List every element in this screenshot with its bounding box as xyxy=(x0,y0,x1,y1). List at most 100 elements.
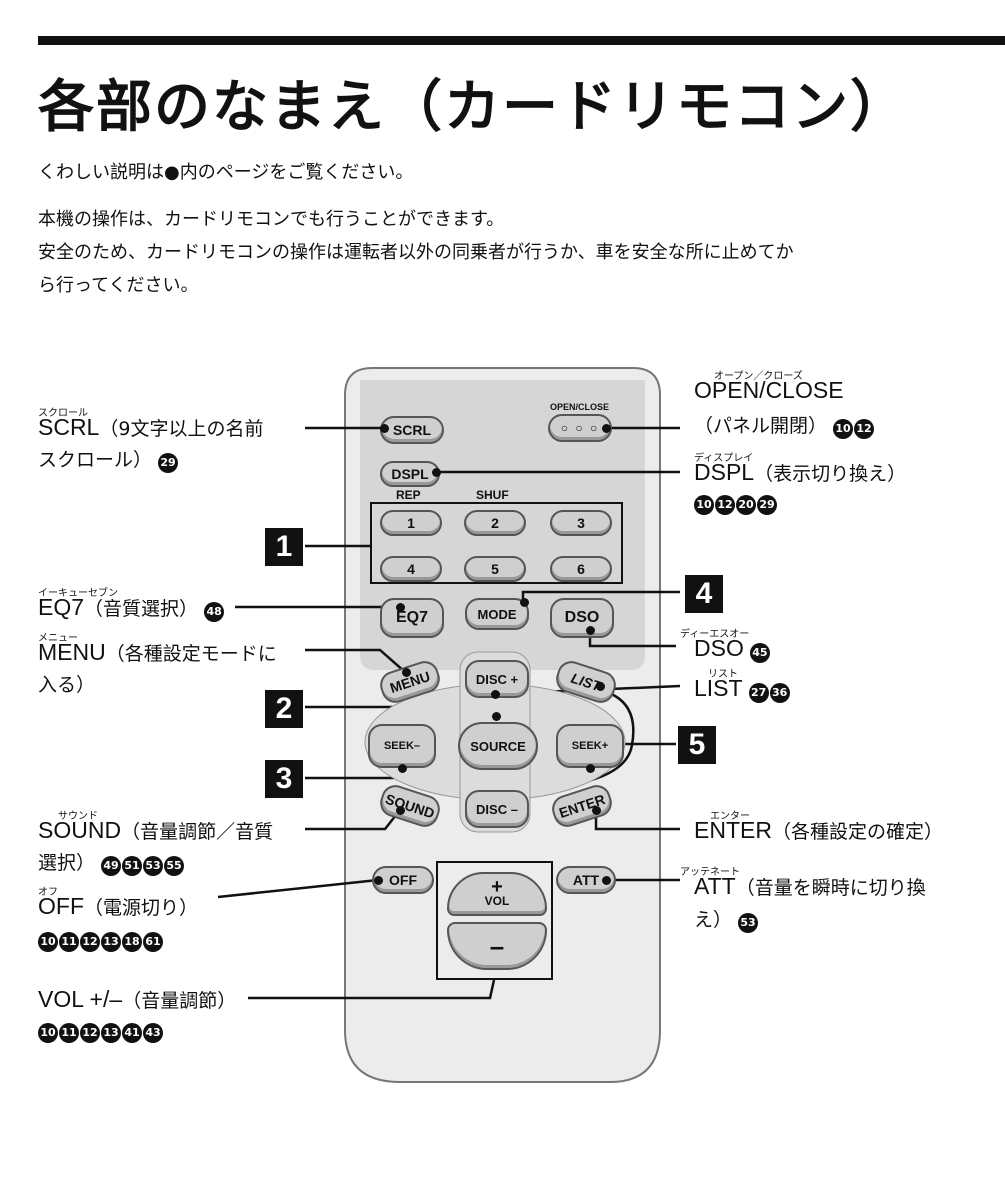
connector-dot xyxy=(520,598,529,607)
page-ref: 12 xyxy=(854,419,875,439)
callout-badge-3: 3 xyxy=(265,760,303,798)
source-button[interactable]: SOURCE xyxy=(458,722,538,770)
label-menu-desc: （各種設定モードに xyxy=(105,643,277,665)
label-dso-name: DSO xyxy=(694,635,744,661)
ruby-att: アッテネート xyxy=(680,867,740,878)
label-menu: メニュー MENU（各種設定モードに xyxy=(38,633,277,666)
label-enter-name: ENTER xyxy=(694,817,772,843)
label-att-desc: （音量を瞬時に切り換 xyxy=(735,877,926,899)
ruby-sound: サウンド xyxy=(58,811,98,822)
label-enter: エンター ENTER（各種設定の確定） xyxy=(694,811,943,844)
ruby-openclose: オープン／クローズ xyxy=(714,371,803,382)
connector-dot xyxy=(380,424,389,433)
header-rule xyxy=(38,36,1005,45)
label-sound-name: SOUND xyxy=(38,817,122,843)
callout-badge-1: 1 xyxy=(265,528,303,566)
number-button-5[interactable]: 5 xyxy=(464,556,526,582)
connector-dot xyxy=(396,806,405,815)
label-scrl: スクロール SCRL（9文字以上の名前 xyxy=(38,408,264,441)
connector-dot xyxy=(586,626,595,635)
connector-dot xyxy=(596,682,605,691)
shuf-caption: SHUF xyxy=(476,488,509,502)
page-refs: 53 xyxy=(738,913,759,933)
connector-dot xyxy=(492,712,501,721)
ruby-list: リスト xyxy=(708,669,738,680)
page-ref: 11 xyxy=(59,932,79,952)
label-enter-desc: （各種設定の確定） xyxy=(771,821,943,843)
label-sound: サウンド SOUND（音量調節／音質 xyxy=(38,811,274,844)
label-off-desc: （電源切り） xyxy=(84,897,199,919)
number-button-2[interactable]: 2 xyxy=(464,510,526,536)
vol-plus-sign: + xyxy=(491,876,503,898)
number-button-3[interactable]: 3 xyxy=(550,510,612,536)
page-refs: 29 xyxy=(158,453,179,473)
page-ref: 49 xyxy=(101,856,122,876)
label-scrl-desc2: スクロール） xyxy=(38,449,153,471)
connector-dot xyxy=(398,764,407,773)
seek-plus-button[interactable]: SEEK+ xyxy=(556,724,624,768)
disc-minus-button[interactable]: DISC – xyxy=(465,790,529,828)
label-sound-desc: （音量調節／音質 xyxy=(121,821,274,843)
intro-line: くわしい説明は●内のページをご覧ください。 xyxy=(38,162,414,183)
page-ref: 27 xyxy=(748,683,769,703)
page-ref: 12 xyxy=(80,1023,100,1043)
connector-dot xyxy=(374,876,383,885)
page-ref: 55 xyxy=(164,856,185,876)
page-ref: 53 xyxy=(738,913,759,933)
connector-dot xyxy=(432,468,441,477)
label-dspl-desc: （表示切り換え） xyxy=(754,463,907,485)
label-att-line2: え） 53 xyxy=(694,908,759,934)
page-ref: 43 xyxy=(143,1023,163,1043)
number-button-1[interactable]: 1 xyxy=(380,510,442,536)
vol-plus-button[interactable]: + VOL xyxy=(447,872,547,916)
scrl-button[interactable]: SCRL xyxy=(380,416,444,444)
page-ref: 36 xyxy=(769,683,790,703)
label-vol-name: VOL +/– xyxy=(38,986,123,1012)
ruby-eq7: イーキューセブン xyxy=(38,588,118,599)
number-button-6[interactable]: 6 xyxy=(550,556,612,582)
label-eq7-desc: （音質選択） xyxy=(84,598,199,620)
seek-minus-button[interactable]: SEEK– xyxy=(368,724,436,768)
ruby-scrl: スクロール xyxy=(38,408,88,419)
page-ref: 10 xyxy=(38,932,58,952)
page-ref: 11 xyxy=(59,1023,79,1043)
page-ref: 41 xyxy=(122,1023,142,1043)
mode-button[interactable]: MODE xyxy=(465,598,529,630)
label-dspl: ディスプレイ DSPL（表示切り換え） xyxy=(694,453,907,486)
label-vol-desc: （音量調節） xyxy=(122,990,237,1012)
vol-minus-button[interactable]: – xyxy=(447,922,547,970)
page-title: 各部のなまえ（カードリモコン） xyxy=(38,75,908,140)
page-refs: 45 xyxy=(749,643,771,663)
label-scrl-name: SCRL xyxy=(38,414,100,440)
number-button-4[interactable]: 4 xyxy=(380,556,442,582)
page-ref: 12 xyxy=(715,495,735,515)
disc-plus-button[interactable]: DISC + xyxy=(465,660,529,698)
label-vol: VOL +/–（音量調節） xyxy=(38,987,236,1013)
page-ref: 53 xyxy=(143,856,164,876)
page-ref: 29 xyxy=(757,495,777,515)
label-att-desc2: え） xyxy=(694,909,733,931)
connector-dot xyxy=(586,764,595,773)
label-scrl-line2: スクロール） 29 xyxy=(38,448,179,474)
openclose-button[interactable]: ○ ○ ○ xyxy=(548,414,612,442)
page-ref: 29 xyxy=(158,453,179,473)
connector-dot xyxy=(602,424,611,433)
label-openclose-name: OPEN/CLOSE xyxy=(694,377,844,403)
connector-dot xyxy=(602,876,611,885)
dso-button[interactable]: DSO xyxy=(550,598,614,638)
dspl-button[interactable]: DSPL xyxy=(380,461,440,487)
page-refs: 48 xyxy=(204,602,225,622)
connector-dot xyxy=(491,690,500,699)
page-ref: 48 xyxy=(204,602,225,622)
label-menu-name: MENU xyxy=(38,639,106,665)
label-dso: ディーエスオー DSO 45 xyxy=(680,629,771,664)
label-scrl-desc: （9文字以上の名前 xyxy=(99,418,264,440)
eq7-button[interactable]: EQ7 xyxy=(380,598,444,638)
